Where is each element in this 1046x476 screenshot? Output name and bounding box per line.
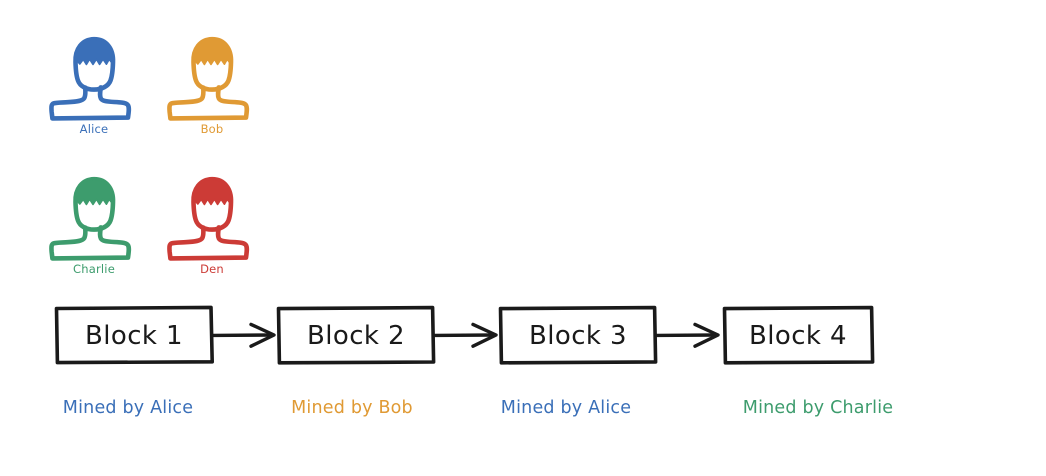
participant-name: Den [200,262,224,276]
participant-charlie[interactable]: Charlie [42,172,146,290]
participants-group: Alice Bob Charlie [42,32,262,282]
block-outline [54,305,214,365]
person-icon [49,36,132,121]
participant-alice[interactable]: Alice [42,32,146,150]
participant-den[interactable]: Den [160,172,264,290]
participant-name: Charlie [73,262,115,276]
block-outline [722,305,875,365]
miner-caption-2: Mined by Bob [291,398,413,418]
person-icon [167,176,250,261]
participant-bob[interactable]: Bob [160,32,264,150]
block-node-4[interactable]: Block 4 [722,305,875,365]
block-title: Block 1 [85,321,183,351]
person-icon [167,36,250,121]
miner-caption-1: Mined by Alice [63,398,193,418]
person-icon [49,176,132,261]
participant-name: Bob [200,122,224,136]
participant-name: Alice [79,122,109,136]
miner-caption-4: Mined by Charlie [743,398,893,418]
miner-caption-3: Mined by Alice [501,398,631,418]
block-node-2[interactable]: Block 2 [276,305,436,365]
block-outline [498,305,658,365]
block-title: Block 2 [307,321,405,351]
arrow-right-icon [433,322,498,348]
arrow-right-icon [655,322,720,348]
block-outline [276,305,436,365]
arrow-right-icon [211,322,276,348]
block-node-3[interactable]: Block 3 [498,305,658,365]
block-node-1[interactable]: Block 1 [54,305,214,365]
block-title: Block 3 [529,321,627,351]
blockchain-group: Block 1 Block 2 Block 3 [0,296,1046,426]
block-title: Block 4 [749,321,847,351]
